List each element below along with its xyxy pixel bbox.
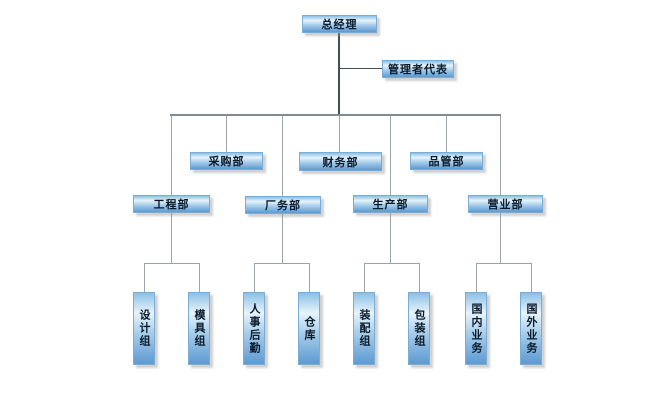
connector-drop-factory-affairs — [282, 116, 283, 196]
org-node-quality: 品管部 — [410, 152, 483, 170]
org-node-warehouse: 仓库 — [298, 292, 320, 365]
org-node-sales: 营业部 — [468, 195, 543, 213]
connector-drop-design-team — [144, 263, 145, 292]
org-node-purchasing: 采购部 — [190, 152, 263, 170]
connector-drop-overseas-business — [531, 263, 532, 292]
connector-drop-finance — [339, 116, 340, 153]
connector-rail-sales — [476, 263, 531, 264]
org-node-mold-team: 模具组 — [188, 292, 210, 365]
connector-drop-packaging-team — [419, 263, 420, 292]
connector-splitter — [170, 114, 501, 116]
org-node-factory-affairs: 厂务部 — [245, 196, 321, 214]
connector-drop-assembly-team — [364, 263, 365, 292]
connector-drop-warehouse — [309, 263, 310, 292]
connector-rail-production — [364, 263, 420, 264]
org-node-packaging-team: 包装组 — [408, 292, 430, 365]
connector-gm-trunk — [338, 33, 340, 115]
org-node-engineering: 工程部 — [133, 195, 210, 213]
org-node-management-rep: 管理者代表 — [382, 60, 454, 78]
connector-drop-purchasing — [226, 116, 227, 152]
connector-management-rep — [339, 68, 383, 69]
org-node-design-team: 设计组 — [133, 292, 155, 365]
connector-rail-engineering — [144, 263, 200, 264]
org-node-domestic-business: 国内业务 — [465, 292, 487, 365]
connector-drop-production — [390, 116, 391, 195]
org-node-overseas-business: 国外业务 — [520, 292, 542, 365]
connector-rail-factory-affairs — [254, 263, 310, 264]
connector-drop-quality — [446, 116, 447, 152]
connector-drop-hr-logistics — [254, 263, 255, 292]
connector-drop-domestic-business — [476, 263, 477, 292]
org-node-hr-logistics: 人事后勤 — [243, 292, 265, 365]
org-node-assembly-team: 装配组 — [353, 292, 375, 365]
connector-drop-sales — [500, 116, 501, 195]
connector-drop-mold-team — [199, 263, 200, 292]
org-node-finance: 财务部 — [299, 152, 382, 171]
connector-stem-engineering — [171, 213, 172, 264]
org-node-general-manager: 总经理 — [302, 15, 377, 33]
org-node-production: 生产部 — [353, 195, 428, 213]
connector-drop-engineering — [171, 116, 172, 195]
connector-stem-production — [390, 213, 391, 264]
connector-stem-sales — [500, 213, 501, 264]
connector-stem-factory-affairs — [282, 214, 283, 264]
